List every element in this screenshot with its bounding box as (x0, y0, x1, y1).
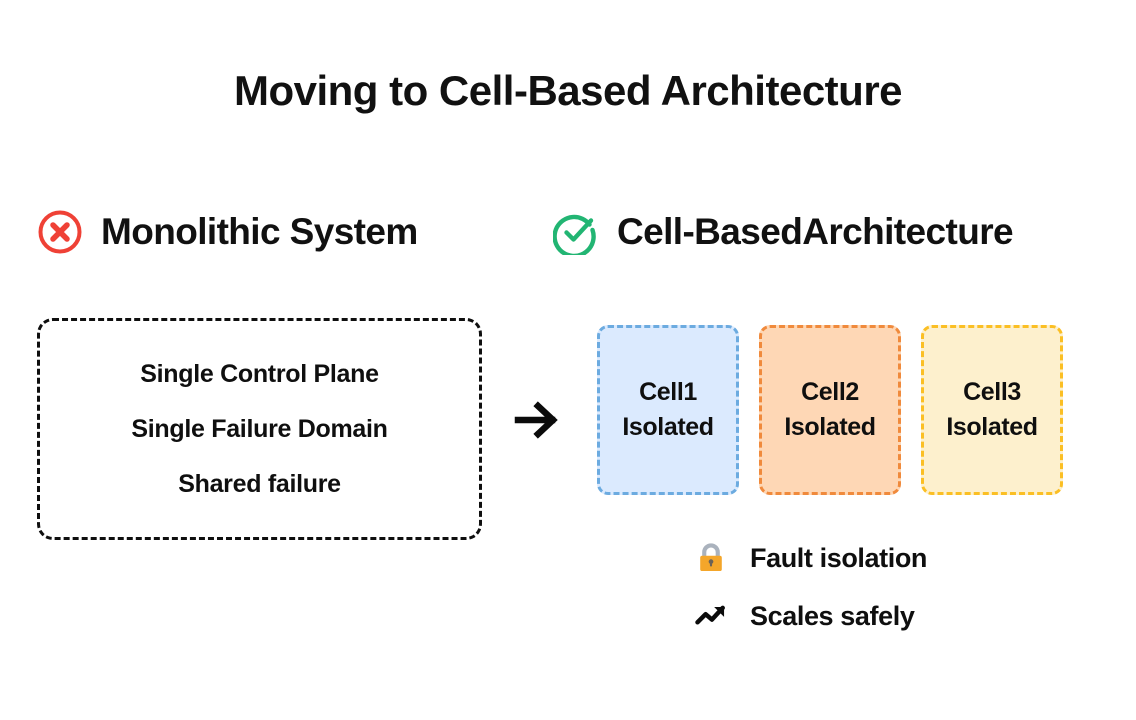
cell-name-3: Cell3 (963, 378, 1021, 406)
feature-label-scales-safely: Scales safely (750, 600, 915, 631)
cell-card-3[interactable]: Cell3 Isolated (921, 325, 1063, 495)
cell-state-1: Isolated (622, 413, 714, 441)
monolith-line-1: Single Control Plane (140, 359, 379, 388)
arrow-right-icon (505, 389, 567, 451)
circle-check-icon (552, 209, 599, 259)
circle-x-icon (37, 209, 83, 255)
lock-icon (690, 540, 732, 576)
feature-label-fault-isolation: Fault isolation (750, 542, 928, 573)
feature-item-scales-safely: Scales safely (690, 594, 990, 638)
cell-state-3: Isolated (946, 413, 1038, 441)
cell-name-2: Cell2 (801, 378, 859, 406)
cells-row: Cell1 Isolated Cell2 Isolated Cell3 Isol… (597, 325, 1063, 495)
cellbased-heading-label: Cell-BasedArchitecture (617, 211, 1014, 252)
cell-state-2: Isolated (784, 413, 876, 441)
page-title: Moving to Cell-Based Architecture (233, 67, 903, 114)
cell-name-1: Cell1 (639, 378, 697, 406)
cellbased-heading-group: Cell-BasedArchitecture (552, 206, 1014, 259)
cell-card-2[interactable]: Cell2 Isolated (759, 325, 901, 495)
monolith-line-2: Single Failure Domain (131, 414, 388, 443)
monolith-line-3: Shared failure (178, 469, 341, 498)
monolithic-heading-group: Monolithic System (37, 206, 418, 258)
feature-list: Fault isolation Scales safely (690, 536, 990, 638)
cell-card-1[interactable]: Cell1 Isolated (597, 325, 739, 495)
feature-item-fault-isolation: Fault isolation (690, 536, 990, 580)
monolith-box: Single Control Plane Single Failure Doma… (37, 318, 482, 540)
trending-up-icon (690, 598, 732, 634)
monolithic-heading-label: Monolithic System (101, 211, 418, 252)
